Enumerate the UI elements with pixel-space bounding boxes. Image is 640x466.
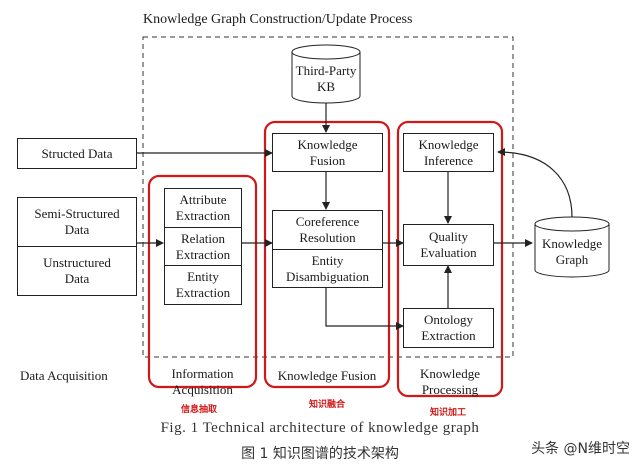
quality-line-1: Quality	[429, 229, 468, 244]
semi-unstructured-box: Semi-Structured Data Unstructured Data	[17, 197, 137, 296]
knowledge-graph-cylinder	[534, 216, 610, 278]
figure-caption-chinese: 图 1 知识图谱的技术架构	[241, 446, 399, 462]
inference-line-1: Knowledge	[418, 136, 479, 152]
extraction-divider-1	[165, 227, 241, 228]
info-acquisition-highlight	[147, 174, 258, 389]
coreference-line-1: Coreference	[295, 214, 360, 229]
disambiguation-line-2: Disambiguation	[285, 268, 370, 284]
attribute-extraction-cell: Attribute Extraction	[165, 189, 241, 227]
diagram-title: Knowledge Graph Construction/Update Proc…	[143, 12, 413, 27]
semi-structured-line-1: Semi-Structured	[34, 206, 120, 221]
relation-extraction-cell: Relation Extraction	[165, 228, 241, 265]
knowledge-fusion-line-1: Knowledge	[297, 136, 358, 152]
inference-line-2: Inference	[423, 152, 474, 168]
unstructured-data-cell: Unstructured Data	[18, 247, 136, 295]
watermark-text: 头条 @N维时空	[531, 441, 630, 457]
quality-line-2: Evaluation	[420, 245, 477, 260]
stage-label-knowledge-fusion: Knowledge Fusion	[277, 368, 377, 383]
unstructured-line-1: Unstructured	[43, 255, 111, 270]
stage-label-data-acquisition: Data Acquisition	[20, 368, 108, 383]
information-acquisition-line-2: Acquisition	[172, 382, 233, 397]
stage-label-knowledge-processing: Knowledge Processing	[398, 366, 502, 398]
semi-structured-data-cell: Semi-Structured Data	[18, 198, 136, 246]
extraction-stack: Attribute Extraction Relation Extraction…	[164, 188, 242, 305]
knowledge-graph-label: Knowledge Graph	[535, 236, 609, 268]
knowledge-fusion-box: Knowledge Fusion	[272, 133, 383, 172]
information-acquisition-line-1: Information	[171, 366, 234, 381]
relation-extraction-line-1: Relation	[180, 230, 226, 246]
third-party-kb-cylinder	[291, 44, 361, 104]
third-party-kb-line-2: KB	[316, 79, 336, 94]
knowledge-processing-highlight	[396, 120, 504, 398]
knowledge-inference-box: Knowledge Inference	[403, 133, 494, 172]
knowledge-graph-line-1: Knowledge	[542, 236, 602, 251]
knowledge-graph-line-2: Graph	[555, 252, 589, 267]
structed-data-label: Structed Data	[41, 145, 113, 161]
coref-divider	[273, 249, 382, 250]
attribute-extraction-line-1: Attribute	[179, 192, 227, 207]
coref-disambiguation-stack: Coreference Resolution Entity Disambigua…	[272, 210, 383, 288]
attribute-extraction-line-2: Extraction	[175, 208, 231, 223]
process-region-dashed	[142, 36, 514, 358]
knowledge-processing-line-1: Knowledge	[420, 366, 480, 381]
coreference-resolution-cell: Coreference Resolution	[273, 211, 382, 249]
knowledge-processing-line-2: Processing	[421, 382, 479, 397]
entity-disambiguation-cell: Entity Disambiguation	[273, 250, 382, 287]
arrow-fusion-to-ontology	[325, 288, 404, 330]
figure-caption-english: Fig. 1 Technical architecture of knowled…	[160, 420, 480, 436]
arrow-graph-to-inference	[497, 148, 573, 218]
red-label-information-extraction: 信息抽取	[181, 405, 218, 415]
ontology-line-2: Extraction	[421, 328, 476, 343]
unstructured-line-2: Data	[64, 271, 90, 286]
semi-unstructured-divider	[18, 246, 136, 247]
disambiguation-line-1: Entity	[311, 252, 344, 268]
semi-structured-line-2: Data	[64, 222, 90, 237]
entity-extraction-line-1: Entity	[187, 269, 219, 284]
quality-evaluation-box: Quality Evaluation	[403, 224, 494, 266]
red-label-knowledge-processing: 知识加工	[430, 408, 467, 418]
red-label-knowledge-fusion: 知识融合	[309, 400, 346, 410]
entity-extraction-line-2: Extraction	[175, 285, 231, 300]
entity-extraction-cell: Entity Extraction	[165, 266, 241, 304]
knowledge-fusion-highlight	[263, 120, 391, 389]
relation-extraction-line-2: Extraction	[175, 246, 231, 262]
ontology-extraction-box: Ontology Extraction	[403, 308, 494, 348]
structed-data-box: Structed Data	[17, 138, 137, 169]
extraction-divider-2	[165, 265, 241, 266]
ontology-line-1: Ontology	[423, 312, 474, 327]
knowledge-fusion-line-2: Fusion	[309, 152, 346, 168]
coreference-line-2: Resolution	[299, 230, 356, 245]
third-party-kb-label: Third-Party KB	[292, 63, 360, 95]
third-party-kb-line-1: Third-Party	[295, 63, 357, 78]
stage-label-information-acquisition: Information Acquisition	[149, 366, 256, 398]
